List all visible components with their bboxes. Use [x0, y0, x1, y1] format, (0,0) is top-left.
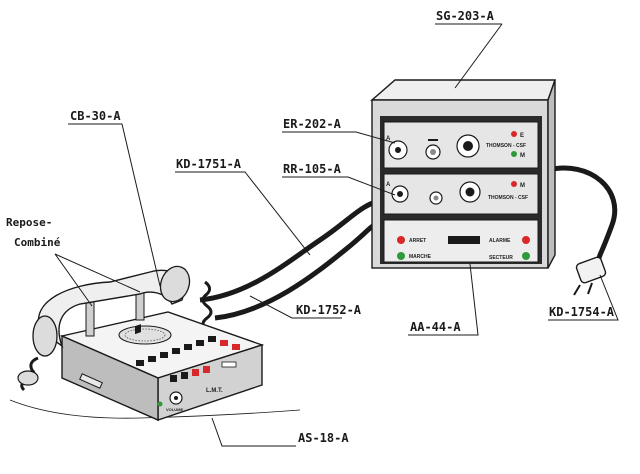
arret-label: ARRET: [409, 238, 426, 244]
label-er202a: ER-202-A: [283, 117, 342, 131]
label-kd1751a: KD-1751-A: [176, 157, 242, 171]
secteur-label: SECTEUR: [489, 255, 513, 261]
label-cb30a: CB-30-A: [70, 109, 121, 123]
label-repose-line1: Repose-: [6, 216, 52, 229]
power-plug: [573, 256, 607, 296]
label-sg203a: SG-203-A: [436, 9, 495, 23]
label-aa44a: AA-44-A: [410, 320, 461, 334]
panel-aa44a: ARRET MARCHE ALARME SECTEUR: [383, 219, 539, 263]
indicator-light: [511, 131, 517, 137]
cable-kd1751a: [199, 197, 383, 303]
cables: [199, 165, 618, 332]
indicator-light: [522, 236, 530, 244]
cable-kd1754a: [547, 165, 618, 263]
indicator-light: [522, 252, 530, 260]
lmt-label: L.M.T.: [206, 388, 223, 394]
leader-lines: [54, 23, 619, 447]
label-kd1752a: KD-1752-A: [296, 303, 362, 317]
panel-mark: E: [520, 133, 524, 139]
alarme-label: ALARME: [489, 238, 511, 244]
indicator-light: [397, 236, 405, 244]
brand-label: THOMSON - CSF: [486, 143, 526, 149]
volume-label: VOLUME: [166, 407, 183, 412]
panel-mark: M: [520, 183, 525, 189]
key-row: [135, 324, 141, 335]
cable-kd1752a: [214, 219, 383, 321]
handset-coiled-cord: [201, 280, 213, 332]
indicator-light: [511, 151, 517, 157]
indicator-light: [511, 181, 517, 187]
panel-rr105a: A THOMSON - CSF M: [383, 173, 539, 215]
panel-mark: A: [386, 182, 391, 188]
label-rr105a: RR-105-A: [283, 162, 342, 176]
handset: [17, 265, 191, 392]
labels: SG-203-A ER-202-A RR-105-A KD-1751-A CB-…: [6, 9, 615, 445]
panel-mark: M: [520, 153, 525, 159]
label-kd1754a: KD-1754-A: [549, 305, 615, 319]
label-as18a: AS-18-A: [298, 431, 349, 445]
indicator-light: [397, 252, 405, 260]
indicator-light: [157, 401, 163, 407]
brand-label: THOMSON - CSF: [488, 195, 528, 201]
brand-badge: [448, 236, 480, 244]
label-repose-line2: Combiné: [14, 236, 61, 249]
marche-label: MARCHE: [409, 254, 432, 260]
panel-er202a: A THOMSON - CSF E M: [383, 121, 539, 169]
desk-unit: VOLUME L.M.T.: [9, 311, 301, 422]
panel-mark: A: [386, 136, 391, 142]
